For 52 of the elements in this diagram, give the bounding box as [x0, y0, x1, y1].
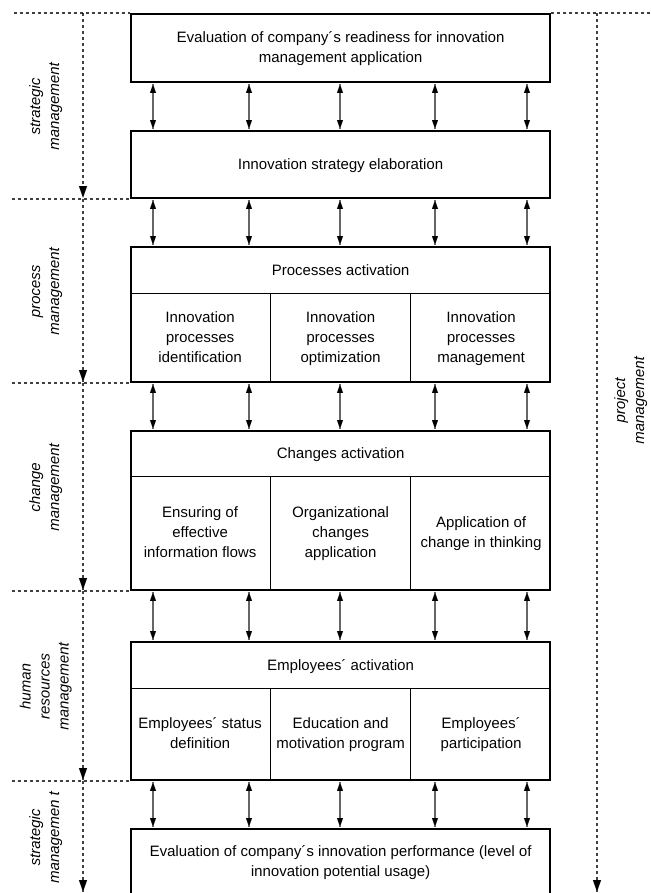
cell-text: Employees´ participation [440, 714, 522, 754]
double-arrow [524, 782, 530, 827]
band-label: human resources management [16, 640, 74, 732]
block-heading: Processes activation [272, 260, 410, 280]
cell-text: Application of change in thinking [420, 513, 542, 553]
double-arrow [432, 384, 438, 429]
double-arrow [336, 384, 344, 429]
process-block [130, 430, 551, 591]
double-arrow [246, 592, 252, 640]
block-heading: Employees´ activation [267, 656, 414, 676]
process-box [130, 13, 551, 83]
double-arrow [336, 84, 344, 129]
double-arrow [432, 200, 438, 245]
double-arrow [432, 84, 438, 129]
double-arrow [336, 592, 344, 640]
double-arrow [150, 782, 156, 827]
box-text: Evaluation of company´s innovation performance (level of innovation potential usage) [148, 842, 532, 882]
process-block [130, 246, 551, 383]
double-arrow [524, 200, 530, 245]
cell-text: Innovation processes identification [157, 308, 243, 368]
cell-text: Organizational changes application [291, 503, 390, 563]
process-block [130, 641, 551, 781]
box-text: Evaluation of company´s readiness for innovation management application [176, 28, 506, 68]
double-arrow [150, 84, 156, 129]
cell-text: Innovation processes optimization [299, 308, 382, 368]
band-label: change management [26, 442, 64, 533]
double-arrow [246, 84, 252, 129]
double-arrow [246, 782, 252, 827]
double-arrow [336, 200, 344, 245]
double-arrow [524, 84, 530, 129]
box-text: Innovation strategy elaboration [238, 154, 444, 174]
double-arrow [150, 384, 156, 429]
double-arrow [432, 782, 438, 827]
double-arrow [150, 200, 156, 245]
process-box [130, 828, 551, 893]
double-arrow [246, 384, 252, 429]
cell-text: Employees´ status definition [137, 714, 263, 754]
band-label: project management [611, 354, 649, 446]
cell-text: Innovation processes management [436, 308, 526, 368]
double-arrow [524, 384, 530, 429]
band-label: strategic managemen t [26, 790, 64, 885]
double-arrow [246, 200, 252, 245]
double-arrow [336, 782, 344, 827]
double-arrow [150, 592, 156, 640]
cell-text: Ensuring of effective information flows [142, 503, 258, 563]
band-label: strategic management [26, 60, 64, 152]
band-label: process management [26, 246, 64, 337]
double-arrow [524, 592, 530, 640]
block-heading: Changes activation [276, 444, 404, 464]
cell-text: Education and motivation program [275, 714, 406, 754]
process-box [130, 130, 551, 199]
double-arrow [432, 592, 438, 640]
